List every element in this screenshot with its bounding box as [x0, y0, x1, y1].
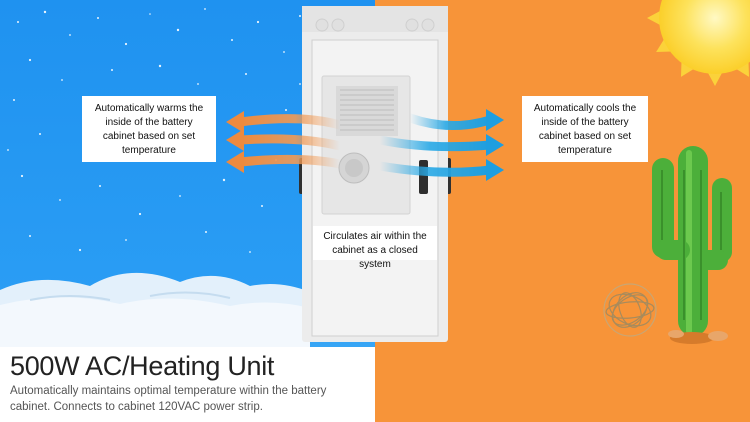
- cactus-icon: [652, 146, 732, 344]
- warm-callout: Automatically warms the inside of the ba…: [82, 96, 216, 162]
- warm-air-arrows: [226, 111, 345, 173]
- cool-callout-text: Automatically cools the inside of the ba…: [533, 103, 637, 156]
- tumbleweed-icon: [603, 283, 657, 337]
- circulate-callout-text: Circulates air within the cabinet as a c…: [323, 231, 427, 270]
- warm-callout-text: Automatically warms the inside of the ba…: [94, 103, 204, 156]
- snow-hills: [0, 272, 310, 347]
- circulate-callout: Circulates air within the cabinet as a c…: [313, 226, 437, 270]
- product-description: Automatically maintains optimal temperat…: [10, 385, 327, 413]
- sun-icon: [647, 0, 750, 86]
- product-title: 500W AC/Heating Unit: [10, 351, 275, 381]
- cool-air-arrows: [375, 109, 504, 181]
- cool-callout: Automatically cools the inside of the ba…: [522, 96, 648, 162]
- caption-panel: 500W AC/Heating Unit Automatically maint…: [0, 347, 375, 422]
